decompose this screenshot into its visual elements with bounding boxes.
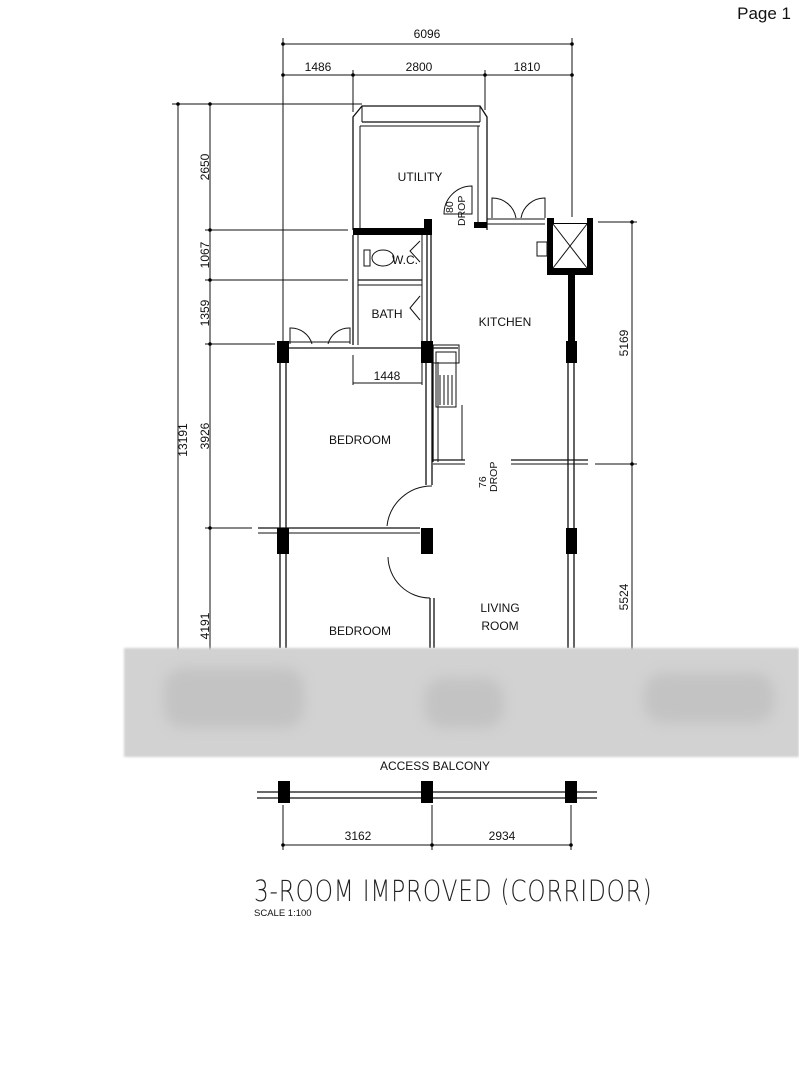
dim-bedroom-inner: 1448	[374, 369, 401, 383]
utility-drop-label: DROP	[456, 196, 468, 226]
living-drop-value: 76	[477, 476, 489, 488]
room-label-bedroom-1: BEDROOM	[329, 433, 391, 447]
kitchen	[430, 235, 588, 648]
dim-left-5: 4191	[198, 612, 212, 639]
room-label-living-2: ROOM	[481, 619, 518, 633]
kitchen-service-door[interactable]	[487, 197, 546, 225]
dim-left-3: 1359	[198, 299, 212, 326]
dim-top-1: 1486	[305, 60, 332, 74]
utility-drop-value: 80	[444, 201, 456, 213]
top-dimension-lines	[281, 38, 574, 345]
room-label-wc: W.C.	[392, 253, 418, 267]
access-balcony-railing	[257, 781, 597, 850]
bedroom-2	[387, 556, 435, 648]
dim-top-3: 1810	[514, 60, 541, 74]
bedroom-1	[258, 327, 458, 648]
dim-right-2: 5524	[617, 583, 631, 610]
right-dimension-lines	[595, 220, 637, 650]
room-label-bath: BATH	[371, 307, 402, 321]
dim-left-4: 3926	[198, 422, 212, 449]
dim-bottom-2: 2934	[489, 829, 516, 843]
living-drop-label: DROP	[488, 462, 500, 492]
structural-columns	[277, 341, 577, 554]
left-dimension-lines	[172, 102, 362, 650]
dim-left-1: 2650	[198, 153, 212, 180]
utility-room	[352, 105, 488, 230]
dim-left-total: 13191	[176, 423, 190, 457]
page-number: Page 1	[737, 4, 791, 23]
dim-right-1: 5169	[617, 329, 631, 356]
plan-title: 3-ROOM IMPROVED (CORRIDOR)	[254, 874, 653, 908]
room-label-kitchen: KITCHEN	[479, 315, 532, 329]
plan-scale: SCALE 1:100	[254, 908, 312, 919]
refuse-chute-shaft	[536, 217, 593, 345]
wc-room	[352, 235, 428, 345]
room-label-bedroom-2: BEDROOM	[329, 624, 391, 638]
label-access-balcony: ACCESS BALCONY	[380, 759, 490, 773]
dim-left-2: 1067	[198, 241, 212, 268]
room-label-utility: UTILITY	[398, 170, 443, 184]
dim-top-2: 2800	[406, 60, 433, 74]
dim-top-total: 6096	[414, 27, 441, 41]
blurred-overlay	[124, 648, 799, 757]
room-label-living-1: LIVING	[480, 601, 519, 615]
dim-bottom-1: 3162	[345, 829, 372, 843]
